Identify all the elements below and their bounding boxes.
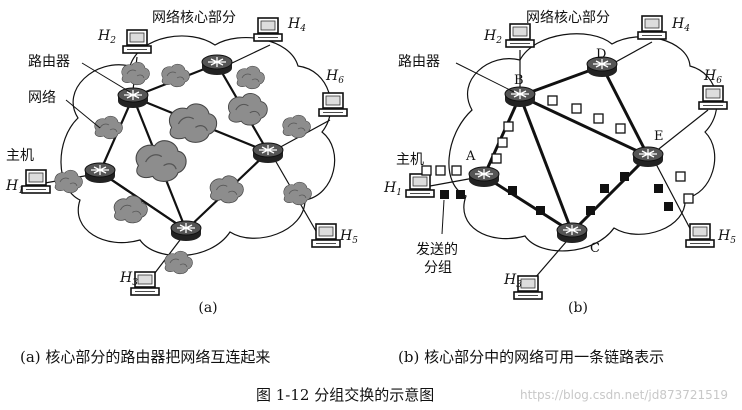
core-label-b: 网络核心部分 <box>526 10 610 26</box>
panel-a: 网络核心部分 路由器 网络 主机 H1 H2 H3 H4 H5 H6 (a) <box>5 10 358 316</box>
network-label-a: 网络 <box>28 90 56 106</box>
svg-text:D: D <box>596 47 606 62</box>
svg-text:H4: H4 <box>287 16 306 34</box>
host-label-a: 主机 <box>6 148 34 164</box>
sent-label-b-1: 发送的 <box>416 242 458 258</box>
core-cloud-b <box>448 33 718 252</box>
sent-label-b-2: 分组 <box>424 260 452 276</box>
svg-text:C: C <box>590 241 600 256</box>
node-labels-b: A B C D E <box>465 47 664 256</box>
svg-text:H3: H3 <box>503 272 522 290</box>
packets-filled <box>440 172 673 215</box>
figure-caption: 图 1-12 分组交换的示意图 <box>256 386 435 404</box>
router-label-b: 路由器 <box>398 54 440 70</box>
svg-text:H6: H6 <box>325 68 344 86</box>
host-label-b: 主机 <box>396 152 424 168</box>
panel-b: 网络核心部分 路由器 主机 发送的 分组 A B C D E H1 H2 H3 … <box>383 10 736 316</box>
svg-text:E: E <box>654 129 664 144</box>
svg-text:H4: H4 <box>671 16 690 34</box>
watermark: https://blog.csdn.net/jd873721519 <box>520 388 729 402</box>
core-label-a: 网络核心部分 <box>152 10 236 26</box>
svg-text:H1: H1 <box>5 178 24 196</box>
svg-text:H5: H5 <box>339 228 358 246</box>
caption-right: (b) 核心部分中的网络可用一条链路表示 <box>398 348 665 366</box>
router-label-a: 路由器 <box>28 54 70 70</box>
host-names-a: H1 H2 H3 H4 H5 H6 <box>5 16 358 288</box>
svg-text:B: B <box>514 73 524 88</box>
panel-tag-a: (a) <box>198 300 217 316</box>
packets-hollow <box>421 95 694 204</box>
svg-text:H2: H2 <box>97 28 116 46</box>
panel-tag-b: (b) <box>568 300 588 316</box>
svg-text:H5: H5 <box>717 228 736 246</box>
host-names-b: H1 H2 H3 H4 H5 H6 <box>383 16 736 290</box>
caption-left: (a) 核心部分的路由器把网络互连起来 <box>20 348 271 366</box>
core-cloud-a <box>60 35 336 257</box>
svg-text:H2: H2 <box>483 28 502 46</box>
svg-text:H1: H1 <box>383 180 402 198</box>
svg-text:A: A <box>465 149 476 164</box>
svg-text:H6: H6 <box>703 68 722 86</box>
svg-text:H3: H3 <box>119 270 138 288</box>
